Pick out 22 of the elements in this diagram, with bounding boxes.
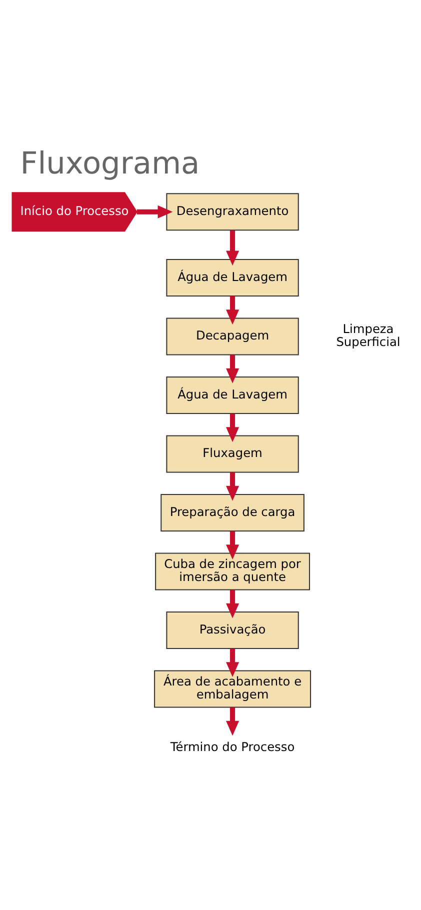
node-box: Desengraxamento — [166, 192, 299, 230]
node-box: Cuba de zincagem por imersão a quente — [155, 552, 310, 590]
diagram-title: Fluxograma — [20, 146, 200, 181]
node-box: Passivação — [166, 610, 299, 648]
node-box: Decapagem — [166, 317, 299, 355]
arrow — [226, 648, 240, 677]
arrow — [226, 413, 240, 442]
arrow — [226, 472, 240, 500]
arrow — [226, 296, 240, 324]
arrow — [226, 530, 240, 560]
arrow — [226, 354, 240, 383]
arrow — [226, 589, 240, 618]
node-box: Área de acabamento e embalagem — [154, 670, 312, 708]
node-text: Término do Processo — [170, 739, 295, 754]
arrow — [136, 204, 173, 218]
node-box: Água de Lavagem — [166, 376, 299, 414]
node-box: Fluxagem — [166, 434, 299, 472]
arrow — [226, 230, 240, 266]
arrow — [226, 706, 240, 736]
label: Limpeza Superficial — [336, 322, 400, 349]
node-box: Preparação de carga — [160, 493, 304, 531]
node-box: Água de Lavagem — [166, 258, 299, 296]
